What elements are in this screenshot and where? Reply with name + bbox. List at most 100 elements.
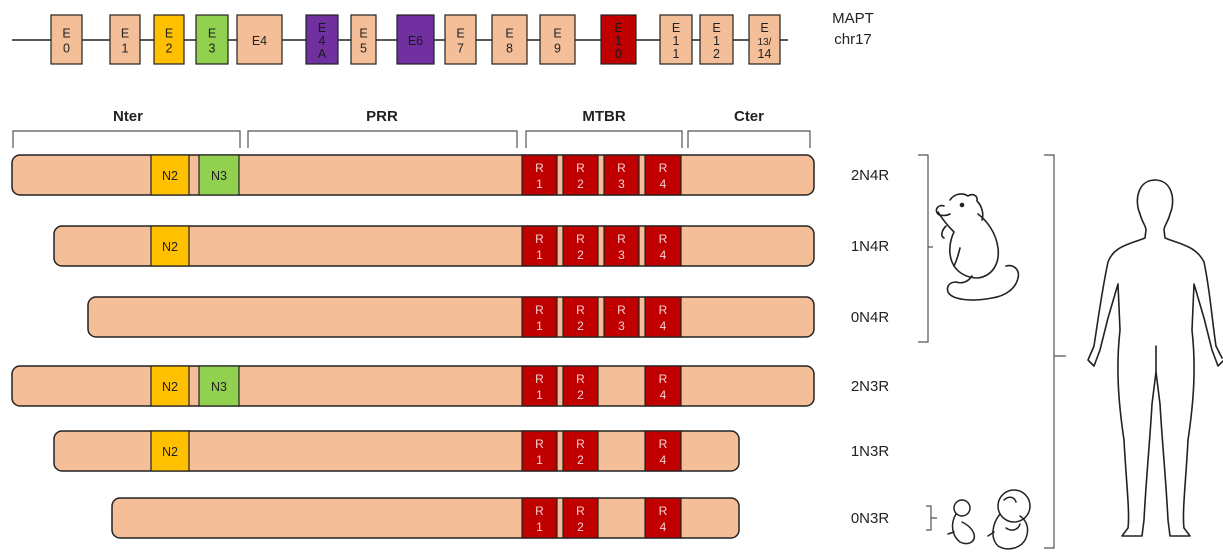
insert-n2 bbox=[150, 225, 190, 267]
exon-e5: E5 bbox=[350, 14, 377, 65]
isoform-name-1n4r: 1N4R bbox=[851, 238, 890, 255]
exon-box bbox=[109, 14, 141, 65]
exon-e6: E6 bbox=[396, 14, 435, 65]
repeat-r3 bbox=[603, 154, 640, 196]
repeat-label: R bbox=[576, 504, 585, 518]
exon-e8: E8 bbox=[491, 14, 528, 65]
exon-label: 1 bbox=[615, 34, 622, 48]
exon-e9: E9 bbox=[539, 14, 576, 65]
exon-box bbox=[350, 14, 377, 65]
repeat-number: 1 bbox=[536, 520, 543, 534]
exon-box bbox=[659, 14, 693, 65]
exon-e1: E1 bbox=[109, 14, 141, 65]
exon-box bbox=[305, 14, 339, 65]
exon-label: A bbox=[318, 47, 327, 61]
repeat-r2 bbox=[562, 365, 599, 407]
insert-label: N3 bbox=[211, 169, 227, 183]
exon-label: E bbox=[121, 27, 129, 41]
repeat-number: 2 bbox=[577, 248, 584, 262]
exon-label: E bbox=[456, 27, 464, 41]
exon-label: 0 bbox=[615, 47, 622, 61]
insert-n2 bbox=[150, 430, 190, 472]
repeat-label: R bbox=[535, 372, 544, 386]
exon-label: E bbox=[62, 27, 70, 41]
exon-label: 2 bbox=[713, 47, 720, 61]
repeat-label: R bbox=[535, 161, 544, 175]
exon-label: 5 bbox=[360, 42, 367, 56]
repeat-label: R bbox=[576, 437, 585, 451]
domain-label-mtbr: MTBR bbox=[582, 108, 625, 125]
repeat-number: 2 bbox=[577, 453, 584, 467]
repeat-label: R bbox=[659, 161, 668, 175]
exon-label: 0 bbox=[63, 42, 70, 56]
repeat-number: 3 bbox=[618, 177, 625, 191]
repeat-number: 3 bbox=[618, 248, 625, 262]
repeat-r1 bbox=[521, 154, 558, 196]
repeat-number: 1 bbox=[536, 319, 543, 333]
exon-box bbox=[491, 14, 528, 65]
repeat-r4 bbox=[644, 225, 682, 267]
insert-n3 bbox=[198, 365, 240, 407]
chromosome-label: chr17 bbox=[834, 31, 872, 48]
repeat-label: R bbox=[576, 161, 585, 175]
repeat-number: 2 bbox=[577, 177, 584, 191]
repeat-label: R bbox=[659, 504, 668, 518]
exon-e2: E2 bbox=[153, 14, 185, 65]
repeat-r1 bbox=[521, 497, 558, 539]
exon-e3: E3 bbox=[195, 14, 229, 65]
exon-label: 4 bbox=[319, 34, 326, 48]
exon-label: 8 bbox=[506, 42, 513, 56]
exon-label: 9 bbox=[554, 42, 561, 56]
isoform-name-1n3r: 1N3R bbox=[851, 443, 890, 460]
isoform-name-2n3r: 2N3R bbox=[851, 378, 890, 395]
exon-label: E bbox=[505, 27, 513, 41]
exon-box bbox=[539, 14, 576, 65]
repeat-label: R bbox=[659, 303, 668, 317]
insert-n3 bbox=[198, 154, 240, 196]
exon-label: E bbox=[760, 21, 768, 35]
exon-label: E bbox=[553, 27, 561, 41]
repeat-label: R bbox=[617, 303, 626, 317]
exon-label: E6 bbox=[408, 34, 423, 48]
exon-e4a: E4A bbox=[305, 14, 339, 65]
repeat-label: R bbox=[617, 232, 626, 246]
repeat-number: 4 bbox=[660, 520, 667, 534]
exon-label: E4 bbox=[252, 34, 267, 48]
exon-label: E bbox=[614, 21, 622, 35]
exon-box bbox=[50, 14, 83, 65]
domain-label-prr: PRR bbox=[366, 108, 398, 125]
insert-label: N2 bbox=[162, 380, 178, 394]
exon-label: E bbox=[359, 27, 367, 41]
repeat-number: 4 bbox=[660, 177, 667, 191]
repeat-label: R bbox=[659, 232, 668, 246]
repeat-r2 bbox=[562, 225, 599, 267]
protein-bar bbox=[11, 365, 815, 407]
mouse-icon bbox=[935, 193, 1020, 301]
exon-label: E bbox=[672, 21, 680, 35]
repeat-label: R bbox=[535, 437, 544, 451]
isoform-name-0n3r: 0N3R bbox=[851, 510, 890, 527]
protein-bar bbox=[87, 296, 815, 338]
repeat-r1 bbox=[521, 430, 558, 472]
exon-label: 14 bbox=[758, 47, 772, 61]
repeat-r4 bbox=[644, 497, 682, 539]
repeat-number: 1 bbox=[536, 248, 543, 262]
human-bracket bbox=[1044, 154, 1066, 549]
insert-label: N2 bbox=[162, 445, 178, 459]
exon-e12: E12 bbox=[699, 14, 734, 65]
exon-e10: E10 bbox=[600, 14, 637, 65]
exon-box bbox=[153, 14, 185, 65]
isoform-name-0n4r: 0N4R bbox=[851, 309, 890, 326]
repeat-label: R bbox=[535, 504, 544, 518]
repeat-r2 bbox=[562, 154, 599, 196]
repeat-label: R bbox=[576, 303, 585, 317]
exon-label: E bbox=[165, 27, 173, 41]
